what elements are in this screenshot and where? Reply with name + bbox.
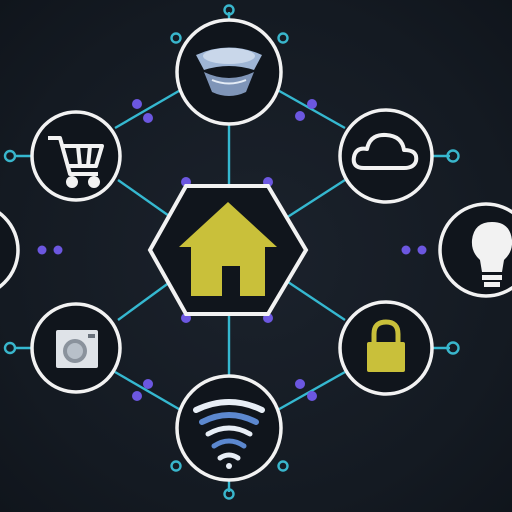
connector-dot [279, 462, 288, 471]
connector-dot [54, 246, 63, 255]
connector-dot [132, 99, 142, 109]
link-hub-upper-left [118, 180, 172, 218]
hub-node [150, 186, 306, 314]
washing-machine-node [32, 304, 120, 392]
connector-dot [132, 391, 142, 401]
connector-dot [418, 246, 427, 255]
connector-dot [295, 111, 305, 121]
connector-dot [5, 151, 15, 161]
lightbulb-node [440, 204, 512, 296]
link-hub-lower-left [118, 282, 170, 320]
connector-dot [295, 379, 305, 389]
connector-dot [143, 113, 153, 123]
connector-dot [402, 246, 411, 255]
connector-dot [172, 462, 181, 471]
connector-dot [38, 246, 47, 255]
connector-dot [307, 99, 317, 109]
shopping-cart-node [32, 112, 120, 200]
connector-dot [5, 343, 15, 353]
cloud-node [340, 110, 432, 202]
connector-dot [172, 34, 181, 43]
connector-dot [143, 379, 153, 389]
connector-dot [279, 34, 288, 43]
connector-dot [307, 391, 317, 401]
link-bottom-lower-left [115, 372, 184, 412]
washing-machine-icon [56, 330, 98, 368]
link-hub-upper-right [286, 180, 345, 218]
partial-device-node [0, 204, 18, 296]
router-node-ring [177, 20, 281, 124]
padlock-node [340, 302, 432, 394]
shopping-cart-node-ring [32, 112, 120, 200]
partial-device-node-ring [0, 204, 18, 296]
link-hub-lower-right [288, 282, 345, 320]
wifi-node [177, 376, 281, 480]
router-node [177, 20, 281, 124]
